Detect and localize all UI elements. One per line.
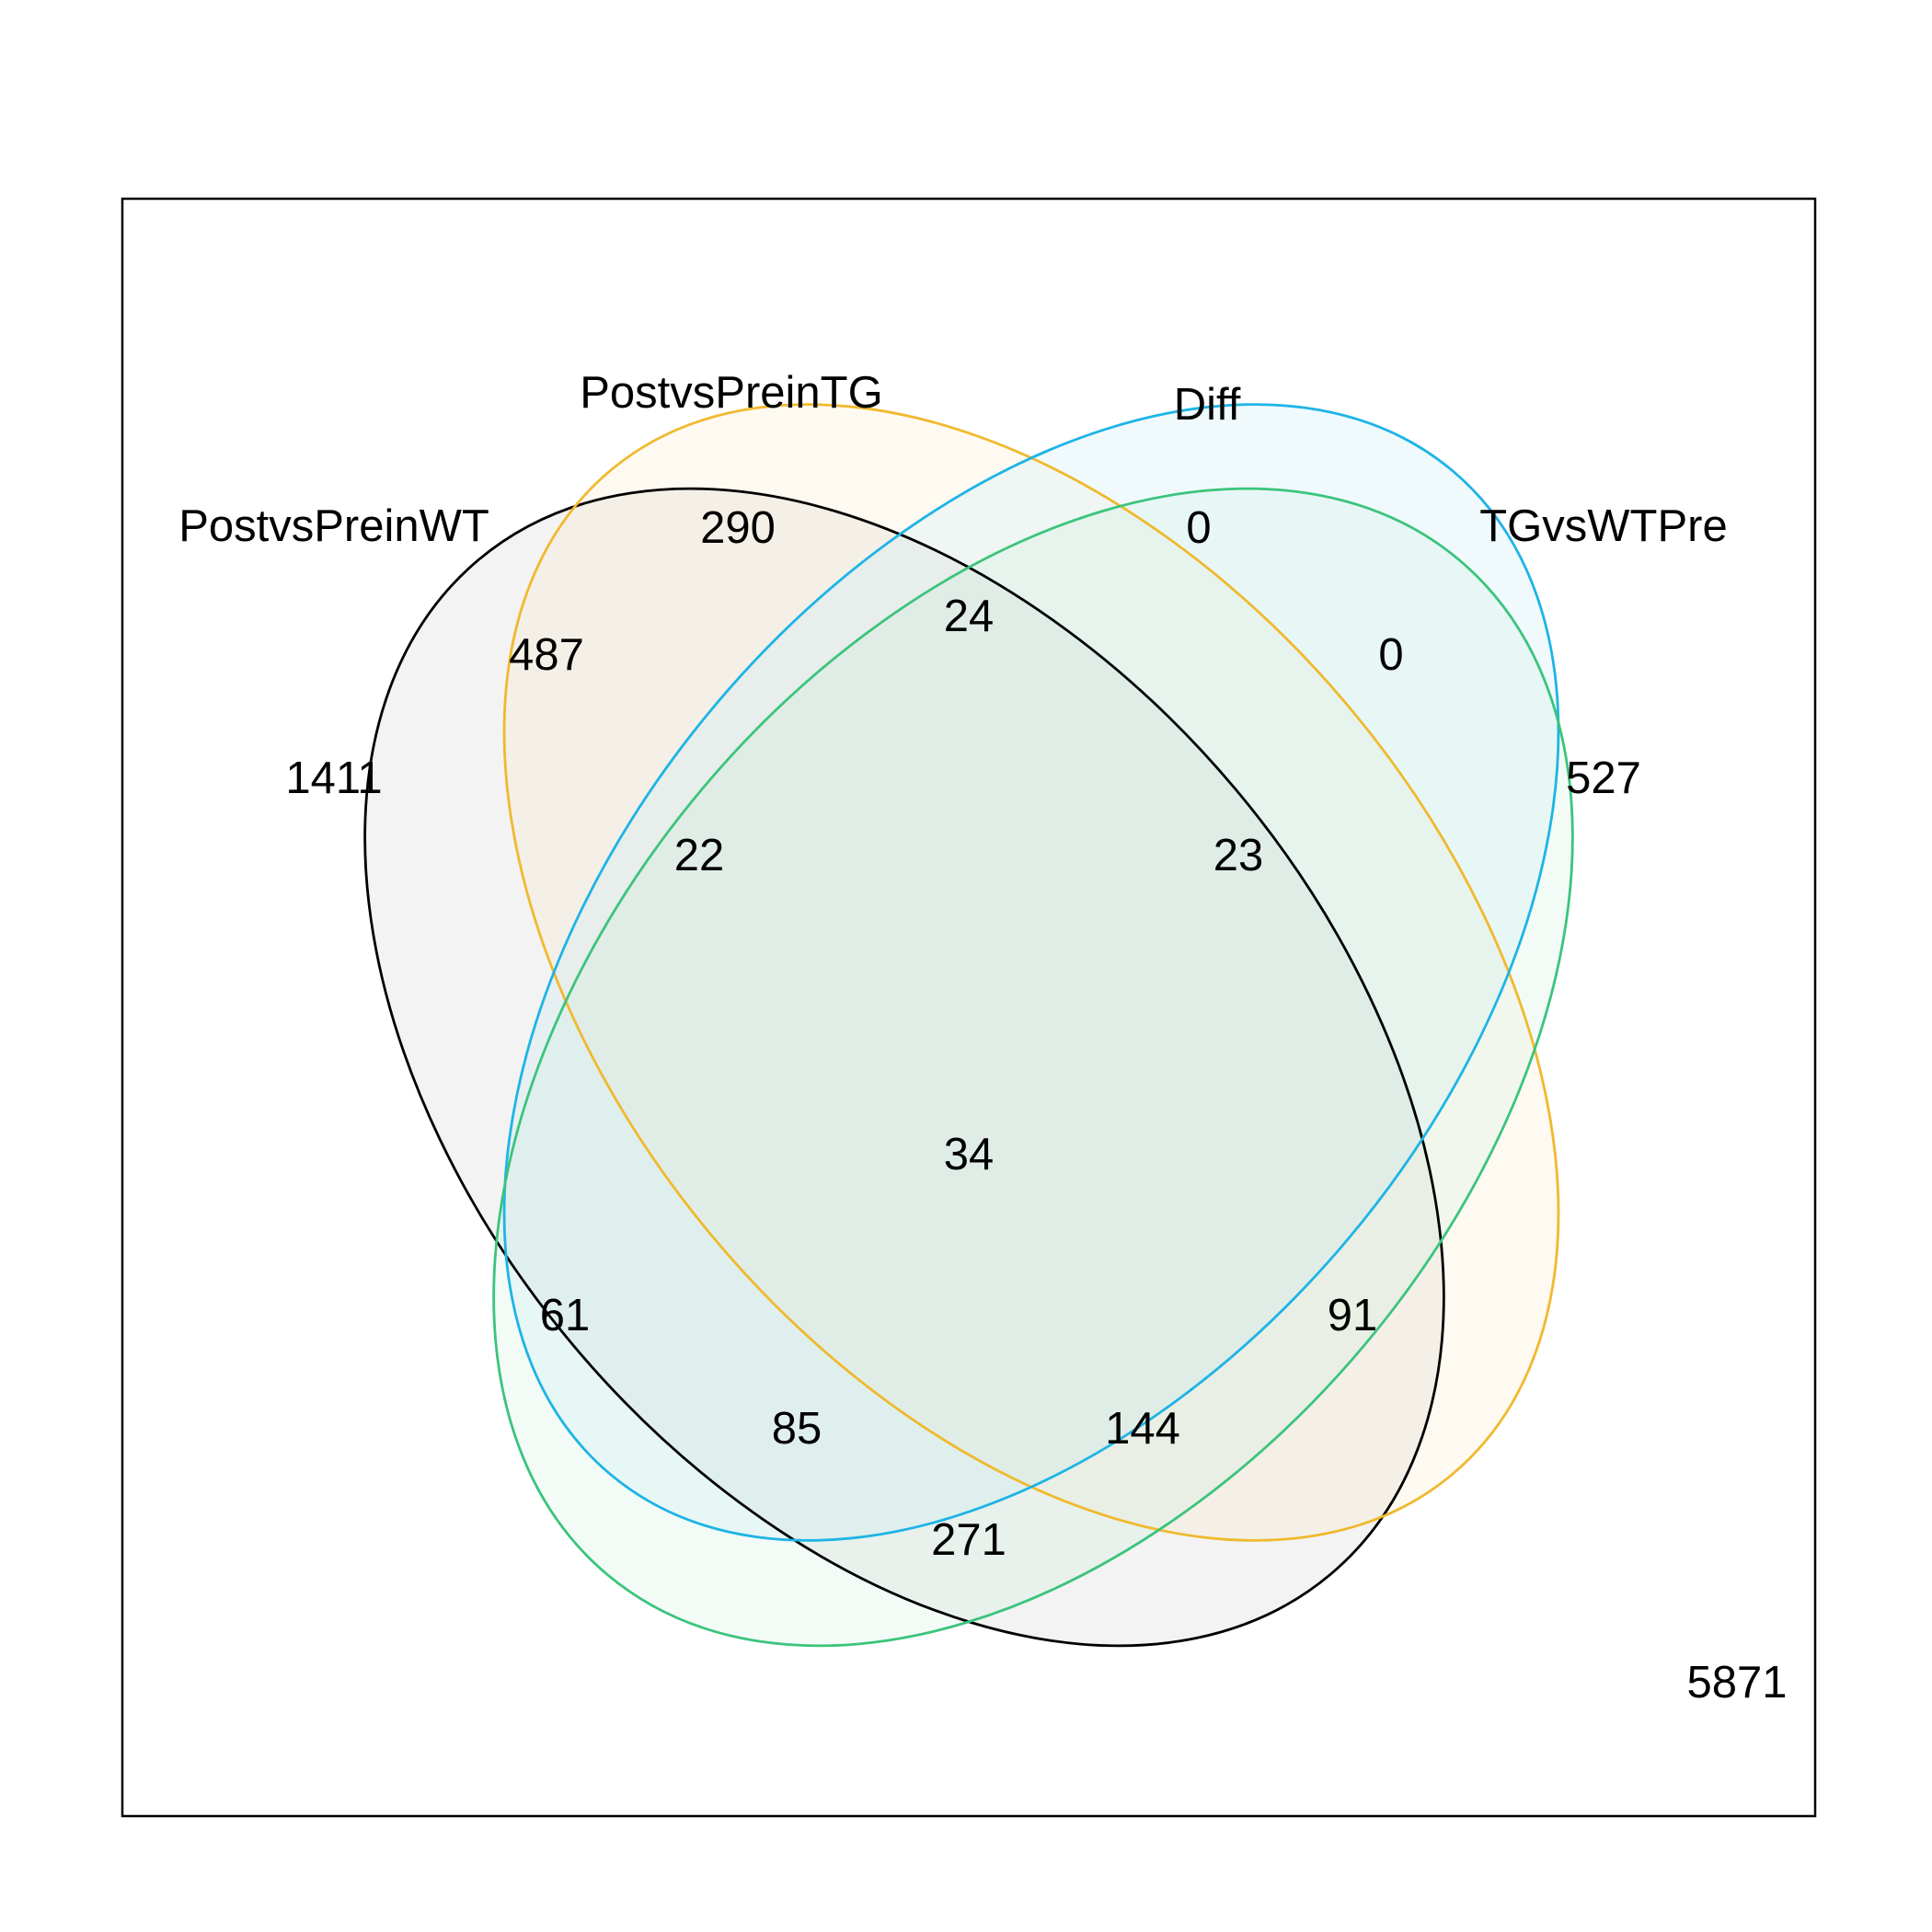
universe-box (121, 197, 1817, 1818)
count-a-only: 1411 (285, 753, 382, 803)
set-d-fill (493, 489, 1573, 1646)
count-cd: 0 (1378, 630, 1403, 680)
count-ad: 271 (931, 1515, 1006, 1565)
set-d-outline (492, 487, 1574, 1648)
count-abc: 22 (674, 831, 725, 880)
count-b-only: 290 (700, 503, 776, 553)
set-c-outline (502, 403, 1560, 1542)
set-a-fill (364, 489, 1444, 1646)
set-a-outline (363, 487, 1445, 1648)
count-bd: 91 (1328, 1291, 1378, 1340)
set-c-fill (504, 404, 1558, 1541)
count-ac: 61 (540, 1291, 591, 1340)
set-label-diff: Diff (1174, 380, 1241, 430)
set-label-postvspreintg: PostvsPreinTG (580, 368, 882, 418)
count-bcd: 23 (1213, 831, 1264, 880)
count-none: 5871 (1686, 1658, 1787, 1708)
set-fills (364, 404, 1573, 1646)
set-b-outline (502, 403, 1560, 1542)
set-outlines (363, 403, 1574, 1648)
count-acd: 85 (772, 1404, 822, 1454)
count-c-only: 0 (1186, 503, 1211, 553)
set-label-postvspreinwt: PostvsPreinWT (178, 501, 489, 551)
count-bc: 24 (944, 592, 995, 641)
count-abcd: 34 (944, 1130, 995, 1179)
set-label-tgvswtpre: TGvsWTPre (1479, 501, 1727, 551)
count-d-only: 527 (1566, 753, 1641, 803)
set-b-fill (504, 404, 1558, 1541)
count-abd: 144 (1105, 1404, 1180, 1454)
count-ab: 487 (509, 630, 584, 680)
